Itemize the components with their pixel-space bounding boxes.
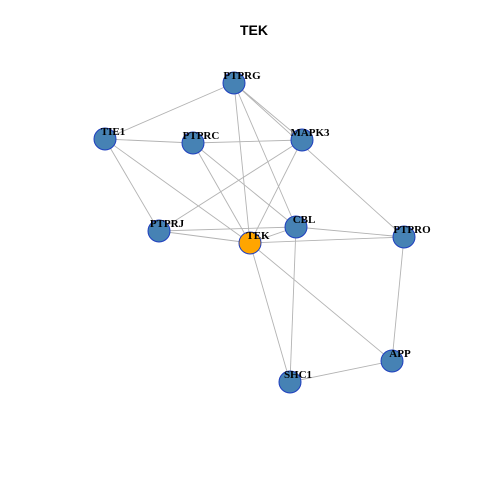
node-mapk3: MAPK3 bbox=[290, 127, 330, 152]
node-circle bbox=[222, 71, 246, 95]
edge-tie1-ptprc bbox=[104, 138, 194, 144]
node-label: CBL bbox=[293, 214, 316, 226]
edge-ptprc-tek bbox=[192, 142, 251, 244]
edge-mapk3-tek bbox=[249, 139, 303, 244]
node-label: MAPK3 bbox=[290, 127, 330, 139]
node-label: PTPRC bbox=[183, 130, 220, 142]
node-circle bbox=[392, 225, 416, 249]
diagram-title: TEK bbox=[240, 22, 268, 38]
edge-ptprg-ptpro bbox=[233, 82, 405, 238]
node-label: PTPRJ bbox=[150, 218, 185, 230]
edge-ptprg-tek bbox=[233, 82, 251, 244]
edge-tie1-ptprj bbox=[104, 138, 160, 232]
edge-ptprj-tek bbox=[158, 230, 251, 244]
node-shc1: SHC1 bbox=[278, 369, 312, 394]
edge-ptprc-mapk3 bbox=[192, 139, 303, 144]
node-cbl: CBL bbox=[284, 214, 316, 239]
node-ptprc: PTPRC bbox=[181, 130, 220, 155]
edge-ptprc-cbl bbox=[192, 142, 297, 228]
node-app: APP bbox=[380, 348, 411, 373]
edge-ptpro-app bbox=[391, 236, 405, 362]
node-circle bbox=[284, 215, 308, 239]
edge-ptprg-mapk3 bbox=[233, 82, 303, 141]
edge-layer bbox=[104, 82, 405, 383]
edge-app-shc1 bbox=[289, 360, 393, 383]
edge-tek-app bbox=[249, 242, 393, 362]
node-ptprj: PTPRJ bbox=[147, 218, 185, 243]
node-label: SHC1 bbox=[284, 369, 312, 381]
node-label: PTPRG bbox=[223, 70, 261, 82]
node-circle bbox=[147, 219, 171, 243]
edge-cbl-ptpro bbox=[295, 226, 405, 238]
node-label: PTPRO bbox=[393, 224, 431, 236]
node-label: APP bbox=[389, 348, 411, 360]
edge-ptprj-cbl bbox=[158, 226, 297, 232]
edge-tek-ptpro bbox=[249, 236, 405, 244]
node-circle bbox=[238, 231, 262, 255]
node-label: TIE1 bbox=[101, 126, 125, 138]
edge-ptprg-cbl bbox=[233, 82, 297, 228]
node-circle bbox=[380, 349, 404, 373]
node-ptpro: PTPRO bbox=[392, 224, 431, 249]
edge-tie1-tek bbox=[104, 138, 251, 244]
node-circle bbox=[290, 128, 314, 152]
node-label: TEK bbox=[246, 230, 270, 242]
edge-ptprg-tie1 bbox=[104, 82, 235, 140]
edge-mapk3-ptprj bbox=[158, 139, 303, 232]
node-tek: TEK bbox=[238, 230, 270, 255]
edge-cbl-shc1 bbox=[289, 226, 297, 383]
node-circle bbox=[181, 131, 205, 155]
node-circle bbox=[278, 370, 302, 394]
node-ptprg: PTPRG bbox=[222, 70, 261, 95]
edge-tek-shc1 bbox=[249, 242, 291, 383]
node-circle bbox=[93, 127, 117, 151]
node-tie1: TIE1 bbox=[93, 126, 125, 151]
